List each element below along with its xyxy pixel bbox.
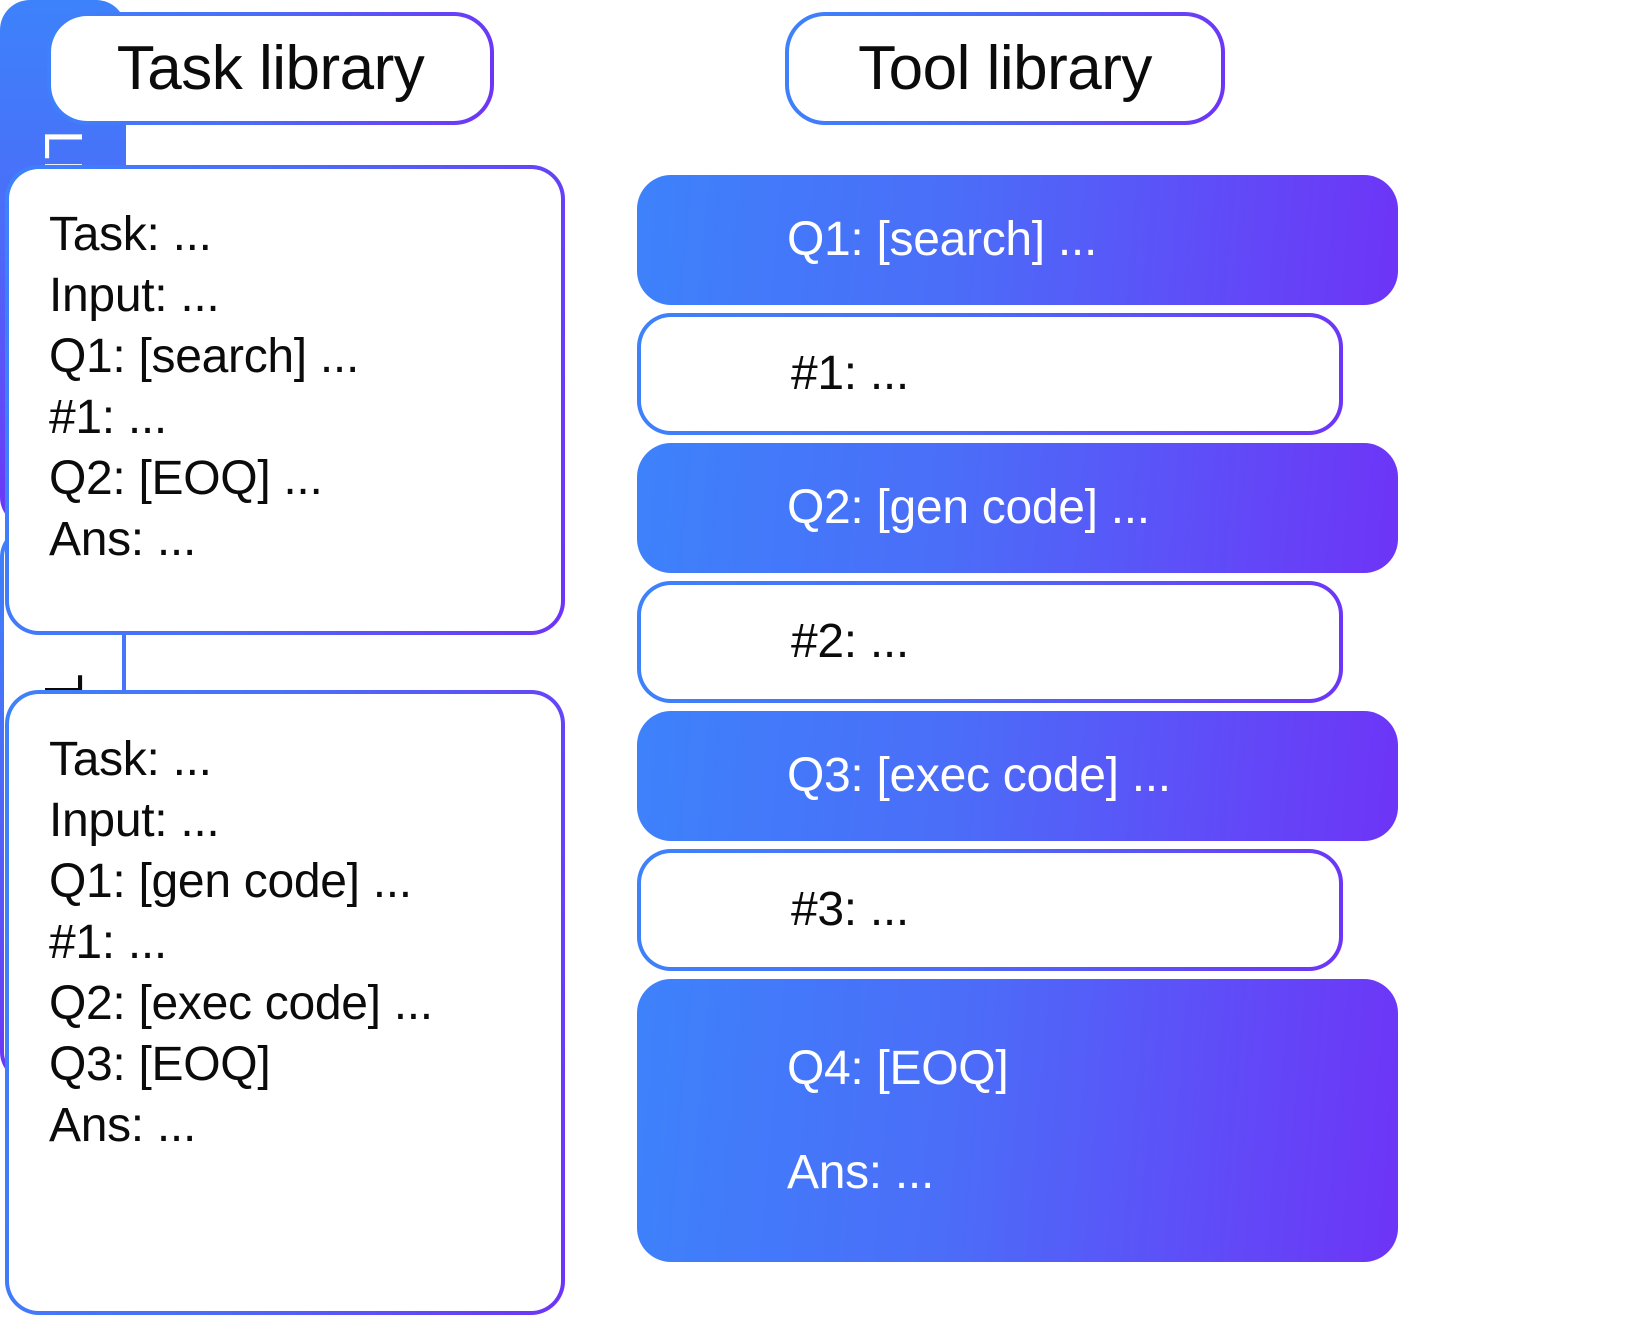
trace-step-2-tool-output: #2: ... <box>637 581 1343 703</box>
task-line: Q3: [EOQ] <box>49 1037 271 1091</box>
task-example-card-1: Task: ... Input: ... Q1: [search] ... #1… <box>5 165 565 635</box>
trace-step-line: Q4: [EOQ] <box>787 1041 1009 1095</box>
task-library-header: Task library <box>47 12 494 125</box>
trace-step-3-tool-output: #3: ... <box>637 849 1343 971</box>
trace-step-q4-llm-final: Q4: [EOQ] Ans: ... <box>637 979 1398 1262</box>
task-line: Task: ... <box>49 733 212 786</box>
trace-step-line: Q3: [exec code] ... <box>787 749 1171 802</box>
task-line: #1: ... <box>49 390 167 444</box>
trace-step-line: #3: ... <box>791 883 909 936</box>
tool-library-header-label: Tool library <box>858 33 1152 103</box>
trace-step-answer-line: Ans: ... <box>787 1145 934 1199</box>
task-line: Q2: [EOQ] ... <box>49 451 323 505</box>
task-line: Q1: [search] ... <box>49 329 359 383</box>
trace-step-line: Q1: [search] ... <box>787 213 1097 266</box>
task-line: Input: ... <box>49 793 220 847</box>
task-line: Q2: [exec code] ... <box>49 976 433 1030</box>
trace-step-line: #1: ... <box>791 347 909 400</box>
task-line: Ans: ... <box>49 512 196 566</box>
task-example-card-2: Task: ... Input: ... Q1: [gen code] ... … <box>5 690 565 1315</box>
task-line: Q1: [gen code] ... <box>49 854 412 908</box>
task-line: Input: ... <box>49 268 220 322</box>
trace-step-line: #2: ... <box>791 615 909 668</box>
trace-step-1-tool-output: #1: ... <box>637 313 1343 435</box>
task-line: Task: ... <box>49 208 212 261</box>
trace-step-q3-llm: Q3: [exec code] ... <box>637 711 1398 841</box>
tool-library-header: Tool library <box>785 12 1225 125</box>
task-line: #1: ... <box>49 915 167 969</box>
trace-step-line: Q2: [gen code] ... <box>787 481 1150 534</box>
trace-step-spacer <box>787 1099 1398 1143</box>
trace-step-q1-llm: Q1: [search] ... <box>637 175 1398 305</box>
task-library-header-label: Task library <box>116 33 425 103</box>
task-line: Ans: ... <box>49 1098 196 1152</box>
trace-step-q2-llm: Q2: [gen code] ... <box>637 443 1398 573</box>
